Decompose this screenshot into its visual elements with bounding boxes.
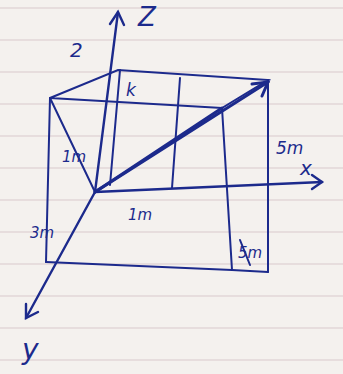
dimension-label: 5m — [238, 246, 262, 261]
axis-label: Z — [138, 4, 156, 30]
paper-lines — [0, 8, 343, 360]
dimension-label: 3m — [30, 226, 54, 241]
axis-label: x — [300, 158, 312, 178]
axis-label: y — [22, 336, 39, 364]
box-edges — [46, 70, 268, 272]
position-vector — [95, 82, 268, 192]
dimension-label: 1m — [62, 150, 86, 165]
dimension-label: 1m — [128, 208, 152, 223]
number-label: 2 — [70, 40, 83, 60]
axes — [26, 12, 322, 318]
unit-vector: k — [126, 82, 136, 99]
dimension-label: 5m — [276, 140, 303, 157]
